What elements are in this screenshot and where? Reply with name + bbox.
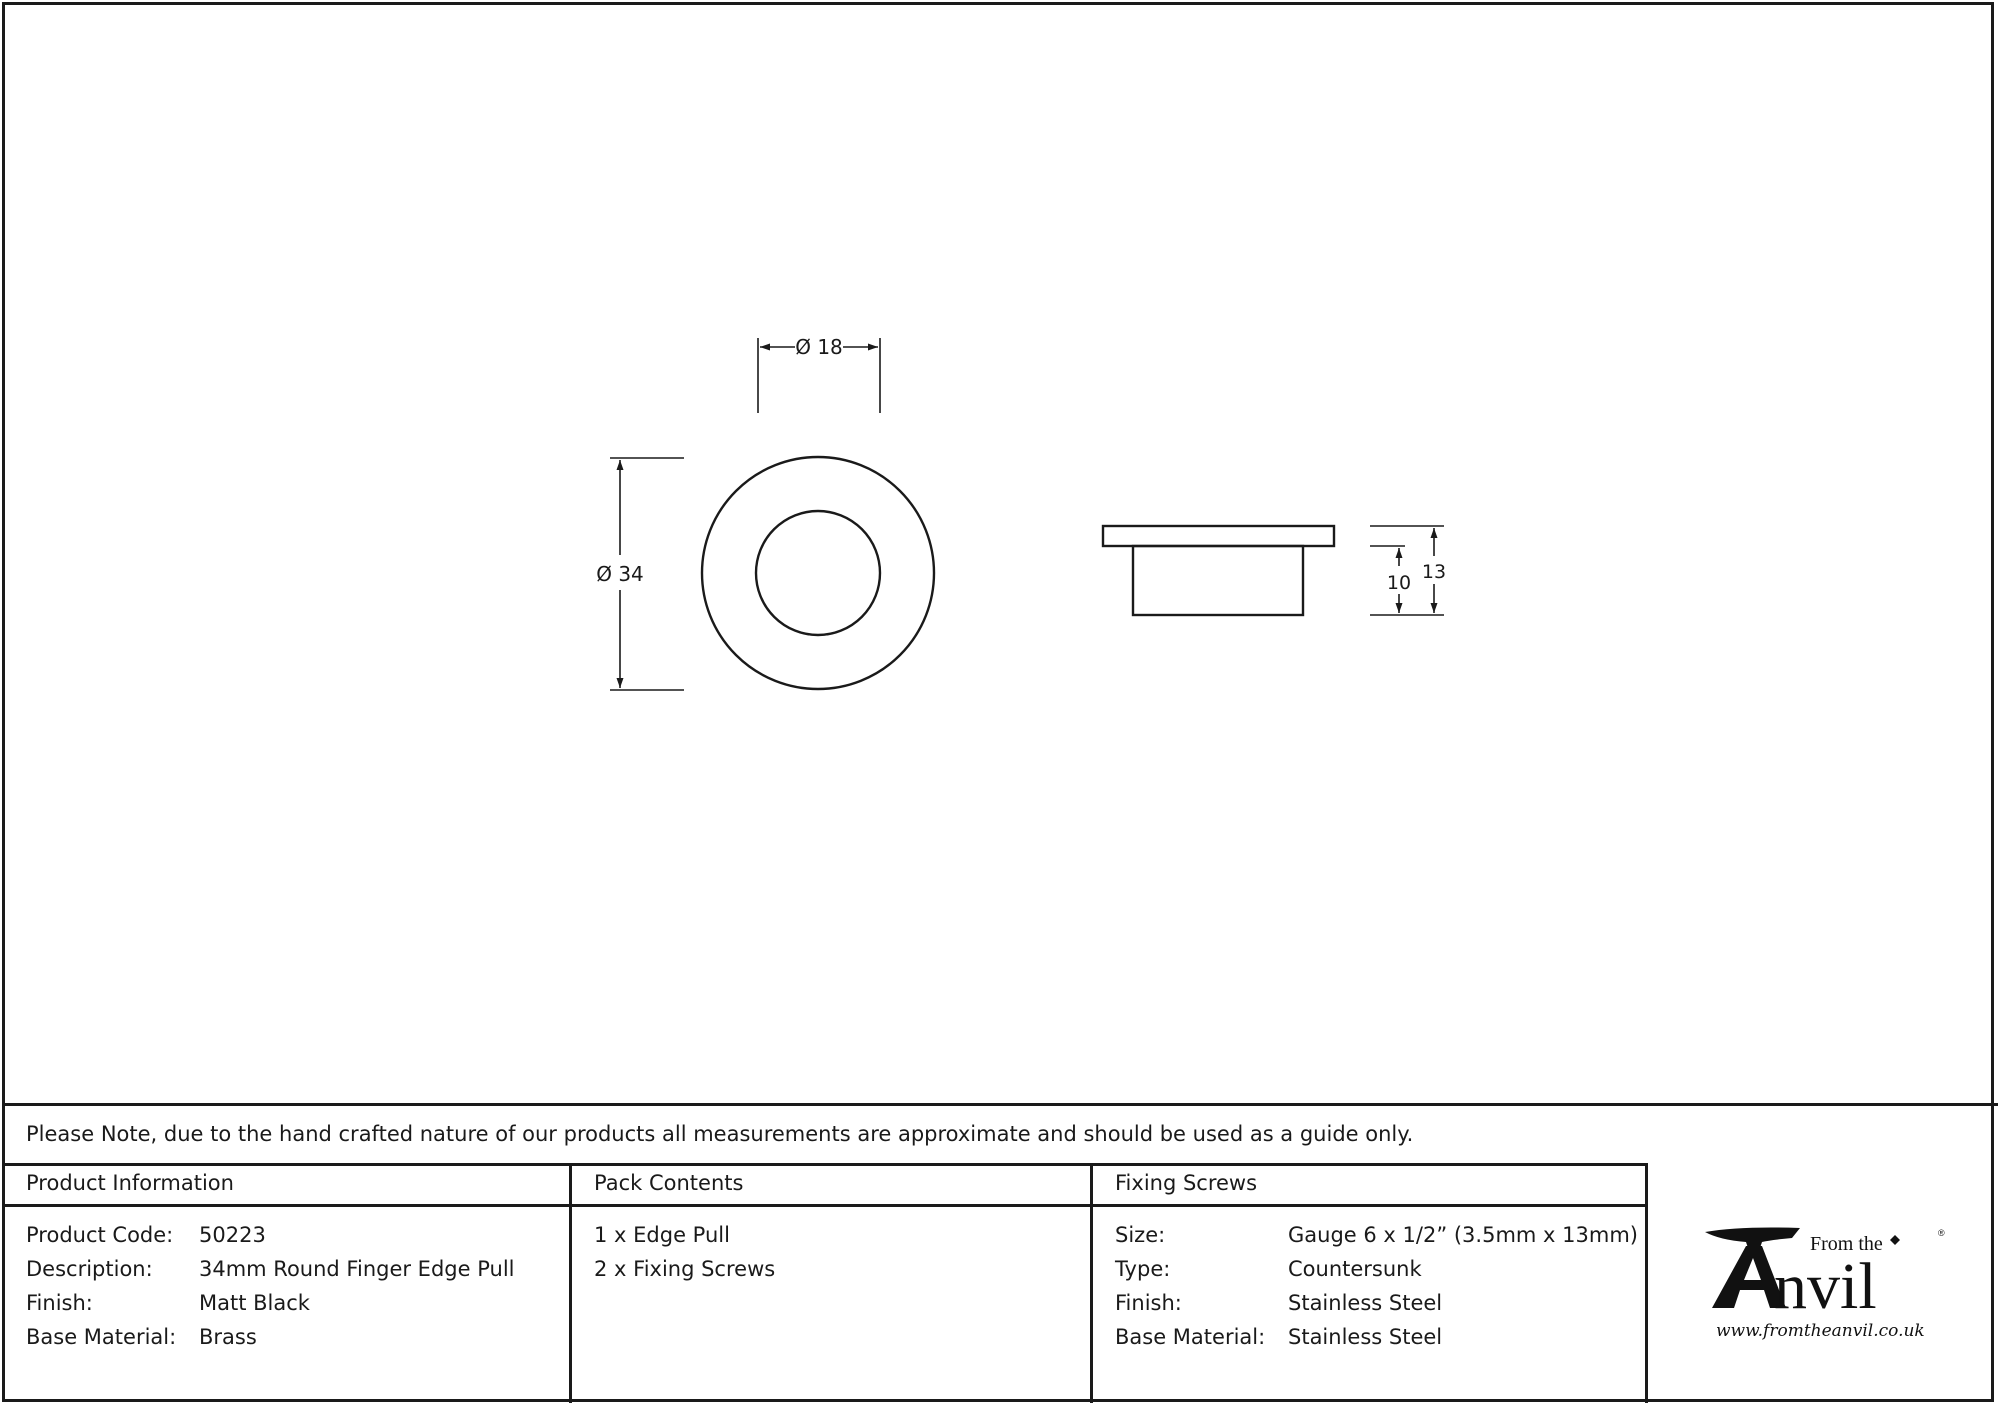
screw-size-label: Size:	[1115, 1223, 1166, 1247]
column-divider-1	[569, 1163, 572, 1403]
note-top-divider	[2, 1103, 1998, 1106]
product-information-header: Product Information	[26, 1171, 234, 1195]
screw-type-value: Countersunk	[1288, 1257, 1422, 1281]
logo-url: www.fromtheanvil.co.uk	[1716, 1321, 1925, 1341]
finger-recess-circle	[754, 509, 882, 637]
header-bottom-divider	[2, 1204, 1648, 1207]
screw-type-label: Type:	[1115, 1257, 1171, 1281]
logo-from-the: From the	[1810, 1233, 1883, 1255]
screw-size-value: Gauge 6 x 1/2” (3.5mm x 13mm)	[1288, 1223, 1638, 1247]
pack-contents-header: Pack Contents	[594, 1171, 744, 1195]
base-material-value: Brass	[199, 1325, 257, 1349]
pack-item: 1 x Edge Pull	[594, 1223, 730, 1247]
fixing-screws-header: Fixing Screws	[1115, 1171, 1258, 1195]
front-view	[700, 455, 936, 691]
body-height-label: 10	[1387, 572, 1411, 594]
outer-diameter-label: Ø 34	[596, 562, 644, 586]
description-label: Description:	[26, 1257, 153, 1281]
outer-rim-circle	[700, 455, 936, 691]
finish-value: Matt Black	[199, 1291, 310, 1315]
column-divider-2	[1090, 1163, 1093, 1403]
measurement-note: Please Note, due to the hand crafted nat…	[26, 1122, 1414, 1146]
screw-finish-label: Finish:	[1115, 1291, 1182, 1315]
finish-label: Finish:	[26, 1291, 93, 1315]
anvil-icon	[1705, 1227, 1800, 1248]
description-value: 34mm Round Finger Edge Pull	[199, 1257, 515, 1281]
inner-diameter-label: Ø 18	[795, 335, 843, 359]
diamond-icon	[1890, 1235, 1900, 1245]
pack-item: 2 x Fixing Screws	[594, 1257, 776, 1281]
base-material-label: Base Material:	[26, 1325, 177, 1349]
total-height-label: 13	[1422, 561, 1446, 583]
side-view	[1101, 524, 1336, 617]
from-the-anvil-logo: From the nvil ® www.fromtheanvil.co.uk	[1705, 1227, 1945, 1341]
technical-drawing: Ø 18 Ø 34 10 13	[596, 335, 1446, 691]
screw-base-material-label: Base Material:	[1115, 1325, 1266, 1349]
registered-mark: ®	[1938, 1228, 1945, 1238]
front-view-dimensions	[610, 338, 881, 691]
product-code-label: Product Code:	[26, 1223, 174, 1247]
logo-nvil: nvil	[1774, 1250, 1877, 1323]
column-divider-3	[1645, 1163, 1648, 1403]
body-rect	[1131, 544, 1305, 617]
screw-finish-value: Stainless Steel	[1288, 1291, 1443, 1315]
flange-rect	[1101, 524, 1336, 548]
side-view-dimensions	[1370, 525, 1444, 616]
note-bottom-divider	[2, 1163, 1648, 1166]
product-code-value: 50223	[199, 1223, 266, 1247]
screw-base-material-value: Stainless Steel	[1288, 1325, 1443, 1349]
